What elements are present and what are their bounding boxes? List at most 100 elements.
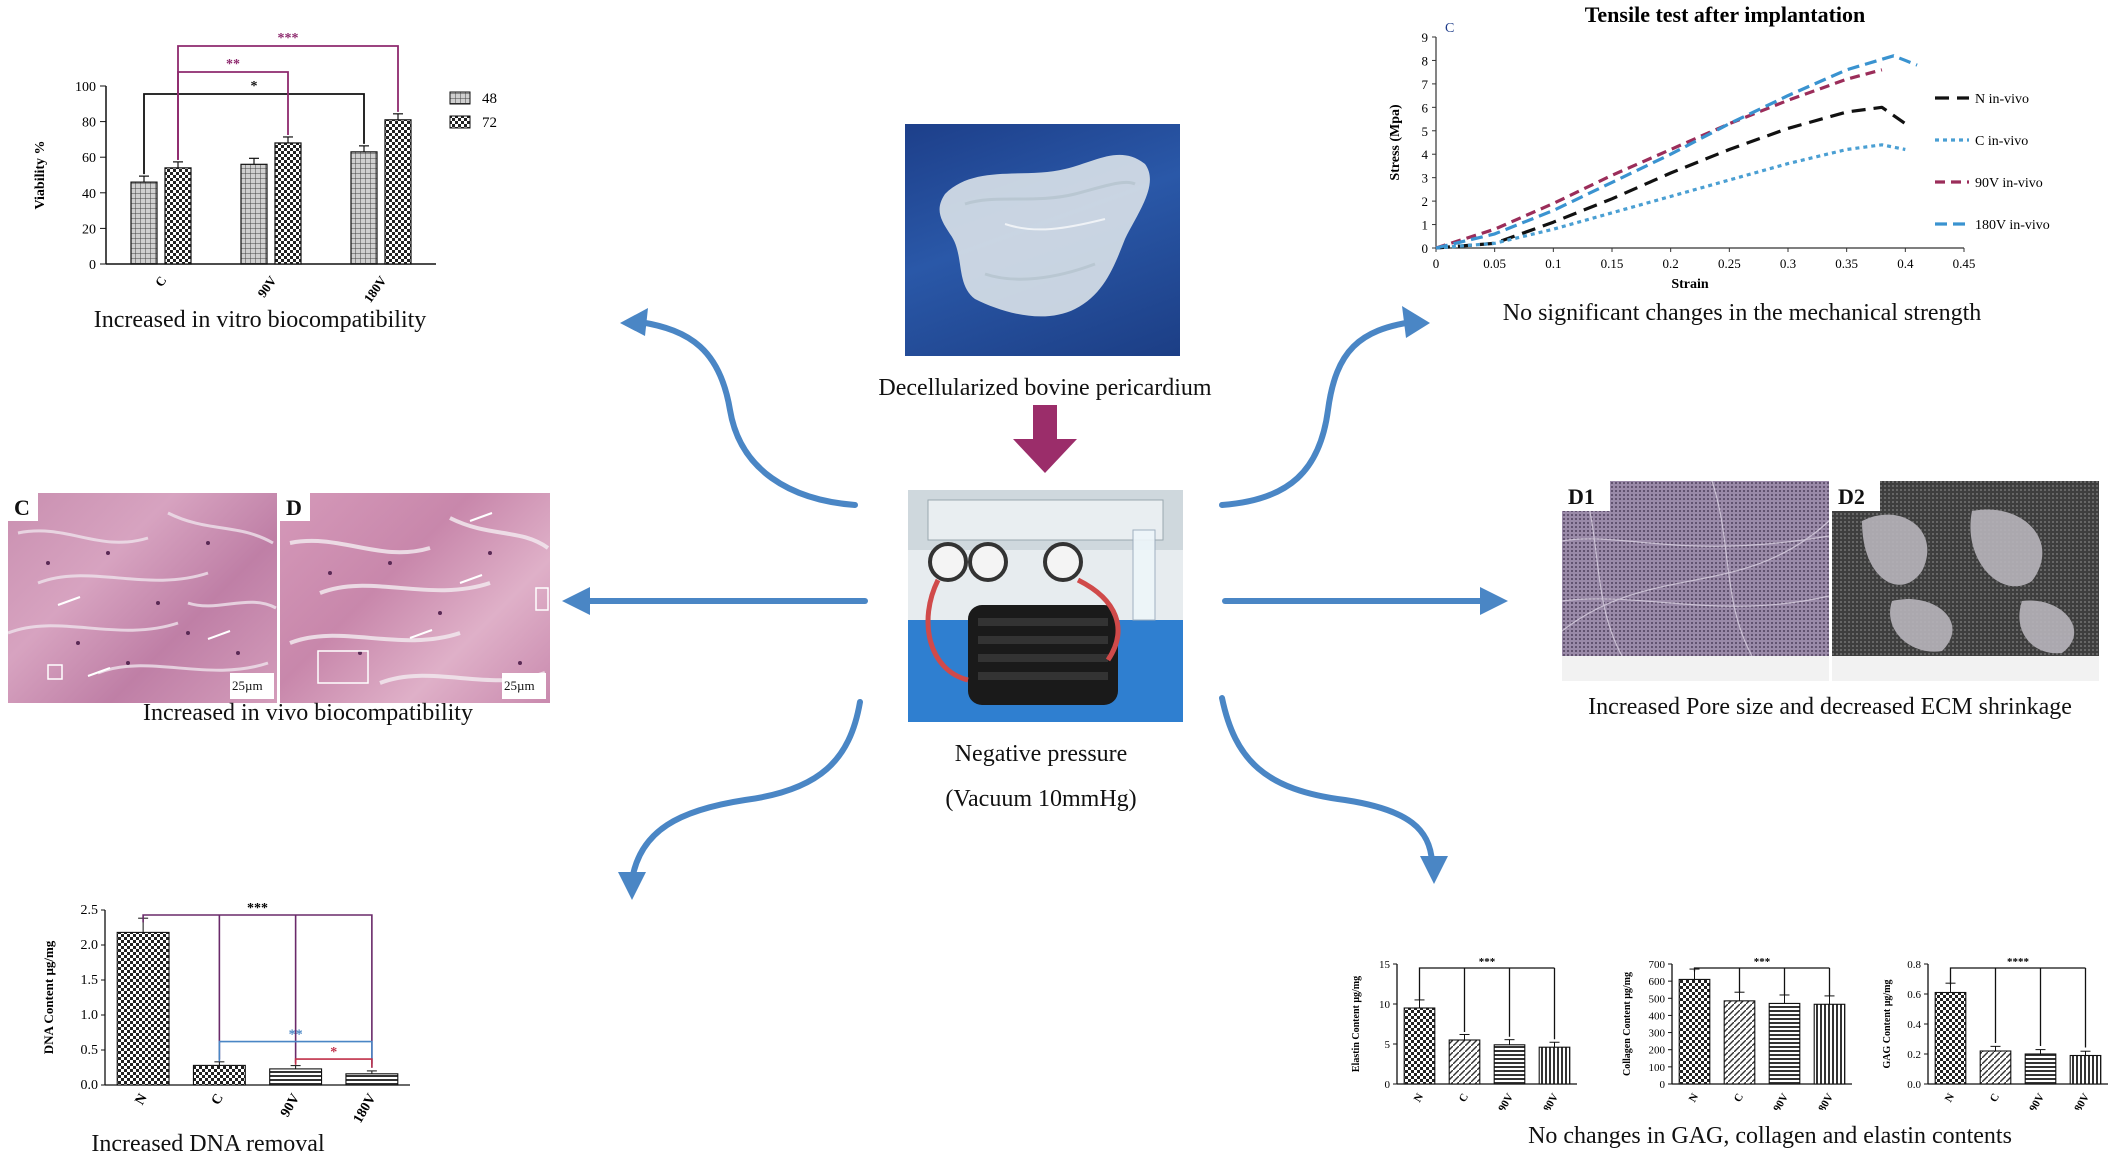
significance-label: *** <box>1479 956 1496 968</box>
pericardium-caption: Decellularized bovine pericardium <box>878 375 1212 401</box>
y-tick-label: 1.0 <box>81 1008 99 1023</box>
x-tick-label: 90V <box>278 1092 303 1120</box>
x-tick-label: 180V <box>2069 1091 2092 1110</box>
bar <box>164 167 192 265</box>
x-tick-label: 90V <box>1496 1091 1516 1110</box>
x-tick-label: 180V <box>1538 1091 1561 1110</box>
chart-title: Tensile test after implantation <box>1585 2 1866 27</box>
vacuum-caption-line2: (Vacuum 10mmHg) <box>945 786 1137 812</box>
x-tick-label: 0 <box>1433 256 1440 271</box>
y-tick-label: 2.0 <box>81 938 99 953</box>
y-tick-label: 300 <box>1649 1028 1666 1040</box>
y-tick-label: 40 <box>82 187 96 202</box>
bar <box>1538 1046 1571 1085</box>
histology-panel-d: D 25µm <box>280 493 550 703</box>
significance-label: * <box>251 79 258 94</box>
bar <box>274 142 302 265</box>
legend-label: C in-vivo <box>1975 134 2028 149</box>
y-axis-label: Viability % <box>33 140 48 209</box>
x-tick-label: N <box>1943 1091 1957 1104</box>
series-line <box>1435 105 1907 250</box>
significance-label: ** <box>226 57 240 72</box>
significance-label: * <box>330 1045 337 1060</box>
y-axis-label: Stress (Mpa) <box>1388 104 1403 181</box>
significance-bracket <box>143 93 365 175</box>
down-arrow <box>1013 405 1077 473</box>
bar <box>130 181 158 265</box>
legend-label: 48 <box>482 91 497 107</box>
arrow-to-viability <box>637 319 858 508</box>
histology-scale-d: 25µm <box>504 678 535 693</box>
significance-label: *** <box>247 901 268 916</box>
bar <box>1813 1003 1846 1085</box>
pericardium-photo <box>905 124 1180 356</box>
bar <box>1448 1039 1481 1085</box>
bar <box>345 1073 399 1086</box>
y-tick-label: 0 <box>1660 1079 1666 1091</box>
x-tick-label: C <box>1457 1091 1471 1104</box>
x-tick-label: 0.15 <box>1601 256 1624 271</box>
y-tick-label: 2.5 <box>81 903 99 918</box>
vacuum-caption-line1: Negative pressure <box>954 741 1128 767</box>
significance-bracket <box>1418 967 1556 1040</box>
x-tick-label: 0.05 <box>1483 256 1506 271</box>
y-tick-label: 8 <box>1422 53 1429 68</box>
significance-label: ** <box>289 1028 303 1043</box>
significance-bracket <box>1693 967 1831 997</box>
x-tick-label: N <box>133 1092 151 1108</box>
y-tick-label: 1 <box>1422 218 1429 233</box>
y-tick-label: 5 <box>1422 124 1429 139</box>
y-tick-label: 0.8 <box>1907 959 1921 971</box>
y-axis-label: GAG Content μg/mg <box>1882 980 1893 1069</box>
y-tick-label: 3 <box>1422 171 1429 186</box>
significance-bracket <box>177 45 399 160</box>
bar <box>1403 1007 1436 1085</box>
arrow-to-tensile <box>1219 319 1415 508</box>
significance-label: *** <box>1754 956 1771 968</box>
x-tick-label: 0.3 <box>1780 256 1796 271</box>
vacuum-device-photo <box>908 490 1183 722</box>
x-tick-label: 0.35 <box>1835 256 1858 271</box>
significance-bracket <box>294 1058 373 1068</box>
significance-bracket <box>142 914 373 1064</box>
y-tick-label: 5 <box>1385 1039 1391 1051</box>
bar <box>2024 1053 2057 1085</box>
histology-caption: Increased in vivo biocompatibility <box>143 700 473 726</box>
x-tick-label: N <box>1687 1091 1701 1104</box>
y-tick-label: 500 <box>1649 993 1666 1005</box>
significance-label: *** <box>278 31 299 46</box>
x-tick-label: C <box>1732 1091 1746 1104</box>
y-tick-label: 0.0 <box>81 1078 99 1093</box>
y-tick-label: 0 <box>89 258 96 273</box>
legend-label: 90V in-vivo <box>1975 176 2043 191</box>
series-line <box>1435 68 1883 250</box>
series-line <box>1435 54 1918 250</box>
y-tick-label: 700 <box>1649 959 1666 971</box>
bar <box>1979 1050 2012 1085</box>
histology-scale-c: 25µm <box>232 678 263 693</box>
y-tick-label: 0.2 <box>1907 1049 1921 1061</box>
histology-panel-c: C 25µm <box>8 493 277 703</box>
x-tick-label: 90V <box>1771 1091 1791 1110</box>
bar <box>2069 1054 2102 1085</box>
y-tick-label: 0.4 <box>1907 1019 1921 1031</box>
legend-label: 72 <box>482 115 497 131</box>
sem-caption: Increased Pore size and decreased ECM sh… <box>1588 694 2072 720</box>
x-tick-label: 0.45 <box>1953 256 1976 271</box>
bar <box>384 119 412 265</box>
x-tick-label: C <box>1988 1091 2002 1104</box>
sem-label-d2: D2 <box>1838 484 1865 509</box>
y-axis-label: Elastin Content μg/mg <box>1351 976 1362 1072</box>
tensile-caption: No significant changes in the mechanical… <box>1502 300 1982 326</box>
bar <box>192 1064 246 1086</box>
y-tick-label: 0.0 <box>1907 1079 1921 1091</box>
y-axis-label: DNA Content μg/mg <box>41 940 56 1054</box>
legend-label: 180V in-vivo <box>1975 218 2050 233</box>
x-tick-label: 180V <box>351 1092 380 1126</box>
viability-caption: Increased in vitro biocompatibility <box>93 307 427 333</box>
